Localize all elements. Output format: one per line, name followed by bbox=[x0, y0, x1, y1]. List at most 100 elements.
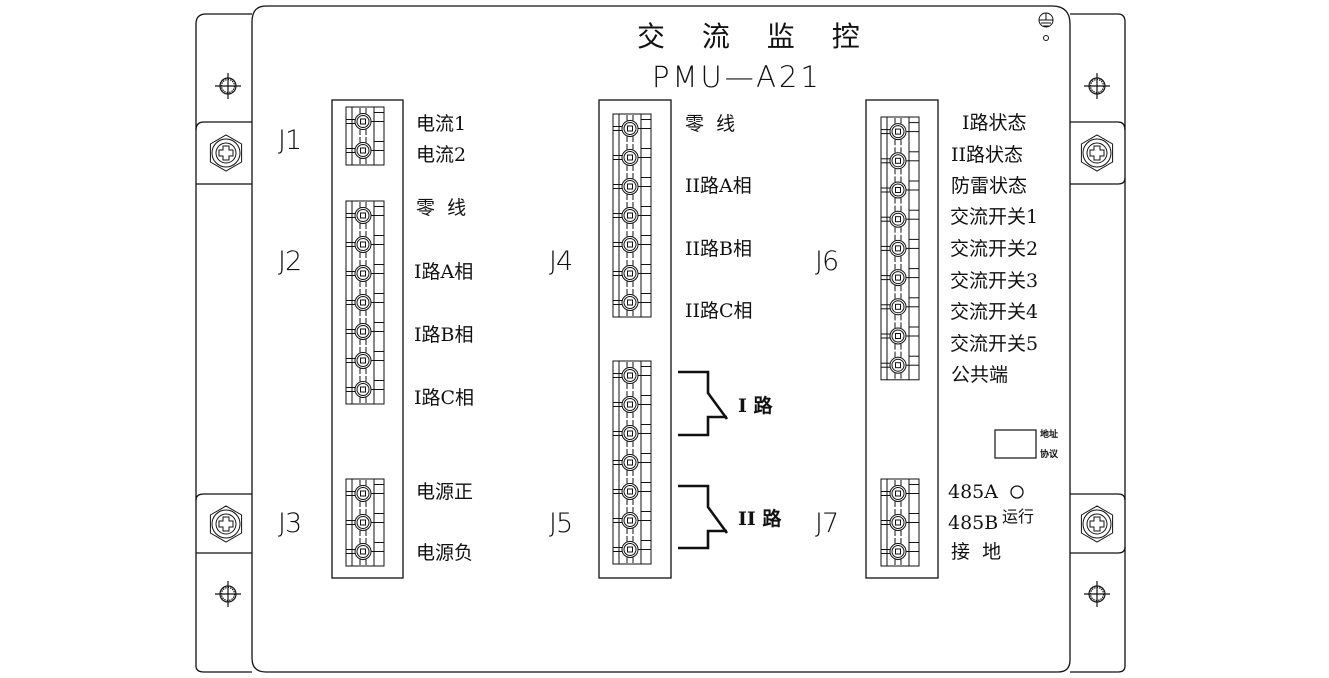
terminal-pin-icon[interactable] bbox=[613, 536, 651, 563]
terminal-pin-icon[interactable] bbox=[346, 347, 384, 374]
dip-switch-label-protocol: 协议 bbox=[1040, 450, 1059, 460]
terminal-pin-icon[interactable] bbox=[613, 289, 651, 316]
j4-pin-label: II路C相 bbox=[685, 300, 753, 322]
terminal-block-j1 bbox=[345, 106, 385, 166]
terminal-pin-icon[interactable] bbox=[613, 231, 651, 258]
terminal-pin-icon[interactable] bbox=[346, 509, 384, 536]
terminal-pin-icon[interactable] bbox=[346, 289, 384, 316]
relay-contact-icon bbox=[678, 370, 729, 550]
ground-symbol-icon bbox=[1038, 12, 1054, 41]
mounting-hole-icon bbox=[1084, 581, 1110, 607]
terminal-pin-icon[interactable] bbox=[613, 115, 651, 142]
terminal-pin-icon[interactable] bbox=[881, 480, 919, 507]
connector-id-j2: J2 bbox=[278, 246, 302, 277]
j1-pin-label: 电流1 bbox=[416, 113, 467, 135]
connector-housing-right bbox=[865, 99, 939, 579]
j4-pin-label: II路A相 bbox=[685, 175, 752, 197]
j7-pin-label: 485A bbox=[948, 481, 998, 503]
j7-pin-label: 485B bbox=[948, 512, 999, 534]
j2-pin-label: I路A相 bbox=[414, 261, 474, 283]
terminal-pin-icon[interactable] bbox=[881, 205, 919, 233]
terminal-block-j3 bbox=[345, 478, 385, 567]
j4-pin-label: II路B相 bbox=[685, 238, 752, 260]
terminal-pin-icon[interactable] bbox=[613, 391, 651, 418]
terminal-pin-icon[interactable] bbox=[346, 231, 384, 258]
j6-pin-label: II路状态 bbox=[951, 144, 1024, 166]
dip-switch-label-address: 地址 bbox=[1040, 430, 1059, 440]
j6-pin-label: 交流开关2 bbox=[950, 238, 1039, 260]
terminal-block-j7 bbox=[880, 478, 920, 567]
j6-pin-label: 交流开关4 bbox=[950, 301, 1039, 323]
connector-housing-left bbox=[331, 99, 404, 579]
j4-pin-label: 零 线 bbox=[685, 113, 736, 135]
terminal-pin-icon[interactable] bbox=[613, 362, 651, 389]
j2-pin-label: I路C相 bbox=[414, 387, 475, 409]
j6-pin-label: 防雷状态 bbox=[951, 175, 1028, 197]
j3-pin-label: 电源正 bbox=[416, 481, 474, 503]
terminal-pin-icon[interactable] bbox=[346, 137, 384, 164]
terminal-pin-icon[interactable] bbox=[346, 376, 384, 403]
terminal-block-j6 bbox=[880, 116, 920, 381]
screw-head-icon bbox=[1080, 505, 1114, 543]
screw-head-icon bbox=[209, 134, 243, 172]
terminal-pin-icon[interactable] bbox=[346, 202, 384, 229]
j6-pin-label: 交流开关5 bbox=[950, 333, 1039, 355]
run-led-label: 运行 bbox=[1002, 507, 1035, 526]
terminal-pin-icon[interactable] bbox=[881, 234, 919, 262]
j2-pin-label: 零 线 bbox=[416, 197, 467, 219]
device-model: PMU—A21 bbox=[652, 60, 822, 94]
right-mounting-flange bbox=[1070, 13, 1126, 673]
terminal-pin-icon[interactable] bbox=[346, 260, 384, 287]
terminal-pin-icon[interactable] bbox=[881, 118, 919, 146]
terminal-pin-icon[interactable] bbox=[346, 318, 384, 345]
j1-pin-label: 电流2 bbox=[416, 144, 467, 166]
terminal-pin-icon[interactable] bbox=[881, 322, 919, 350]
terminal-pin-icon[interactable] bbox=[613, 449, 651, 476]
connector-id-j5: J5 bbox=[549, 508, 573, 539]
terminal-pin-icon[interactable] bbox=[613, 144, 651, 171]
mounting-hole-icon bbox=[215, 581, 241, 607]
terminal-pin-icon[interactable] bbox=[613, 420, 651, 447]
mounting-hole-icon bbox=[215, 73, 241, 99]
j6-pin-label: 交流开关1 bbox=[950, 206, 1039, 228]
terminal-pin-icon[interactable] bbox=[881, 264, 919, 292]
terminal-pin-icon[interactable] bbox=[881, 351, 919, 379]
connector-id-j4: J4 bbox=[549, 246, 573, 277]
j6-pin-label: I路状态 bbox=[962, 112, 1027, 134]
terminal-pin-icon[interactable] bbox=[346, 538, 384, 565]
dip-switch[interactable] bbox=[994, 429, 1037, 459]
screw-head-icon bbox=[1080, 134, 1114, 172]
terminal-pin-icon[interactable] bbox=[881, 538, 919, 565]
screw-head-icon bbox=[209, 505, 243, 543]
j3-pin-label: 电源负 bbox=[416, 542, 474, 564]
terminal-pin-icon[interactable] bbox=[613, 202, 651, 229]
mounting-hole-icon bbox=[1084, 73, 1110, 99]
connector-id-j7: J7 bbox=[815, 508, 839, 539]
terminal-block-j2 bbox=[345, 200, 385, 405]
connector-id-j6: J6 bbox=[815, 246, 839, 277]
terminal-pin-icon[interactable] bbox=[881, 293, 919, 321]
terminal-pin-icon[interactable] bbox=[613, 507, 651, 534]
relay-label-circuit-1: I 路 bbox=[738, 395, 773, 417]
terminal-block-j4 bbox=[612, 113, 652, 318]
terminal-pin-icon[interactable] bbox=[881, 147, 919, 175]
left-mounting-flange bbox=[195, 13, 252, 673]
connector-id-j1: J1 bbox=[278, 125, 302, 156]
device-title: 交 流 监 控 bbox=[637, 20, 874, 53]
j2-pin-label: I路B相 bbox=[414, 324, 474, 346]
terminal-pin-icon[interactable] bbox=[346, 480, 384, 507]
relay-label-circuit-2: II 路 bbox=[738, 508, 782, 530]
terminal-pin-icon[interactable] bbox=[613, 260, 651, 287]
connector-id-j3: J3 bbox=[278, 508, 302, 539]
j6-pin-label: 交流开关3 bbox=[950, 270, 1039, 292]
terminal-pin-icon[interactable] bbox=[613, 478, 651, 505]
connector-housing-center bbox=[598, 99, 672, 579]
terminal-pin-icon[interactable] bbox=[613, 173, 651, 200]
terminal-pin-icon[interactable] bbox=[881, 176, 919, 204]
terminal-block-j5 bbox=[612, 360, 652, 565]
j6-pin-label: 公共端 bbox=[951, 364, 1009, 386]
terminal-pin-icon[interactable] bbox=[346, 108, 384, 135]
run-led bbox=[1010, 485, 1024, 499]
terminal-pin-icon[interactable] bbox=[881, 509, 919, 536]
